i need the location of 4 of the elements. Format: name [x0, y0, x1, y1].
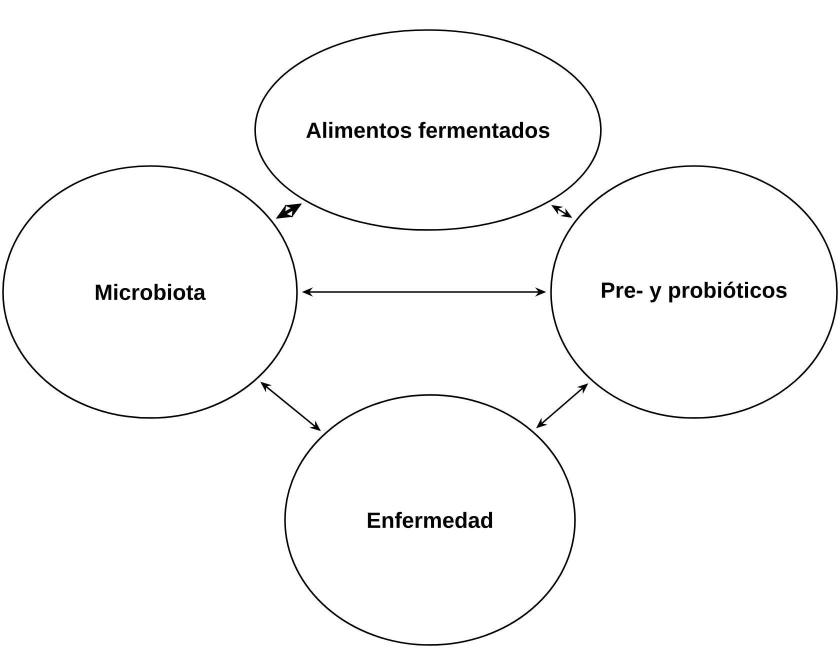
ellipse-node: Enfermedad	[284, 394, 576, 646]
ellipse-node: Microbiota	[2, 165, 298, 419]
ellipse-node: Pre- y probióticos	[550, 165, 838, 419]
ellipse-node: Alimentos fermentados	[254, 29, 602, 231]
